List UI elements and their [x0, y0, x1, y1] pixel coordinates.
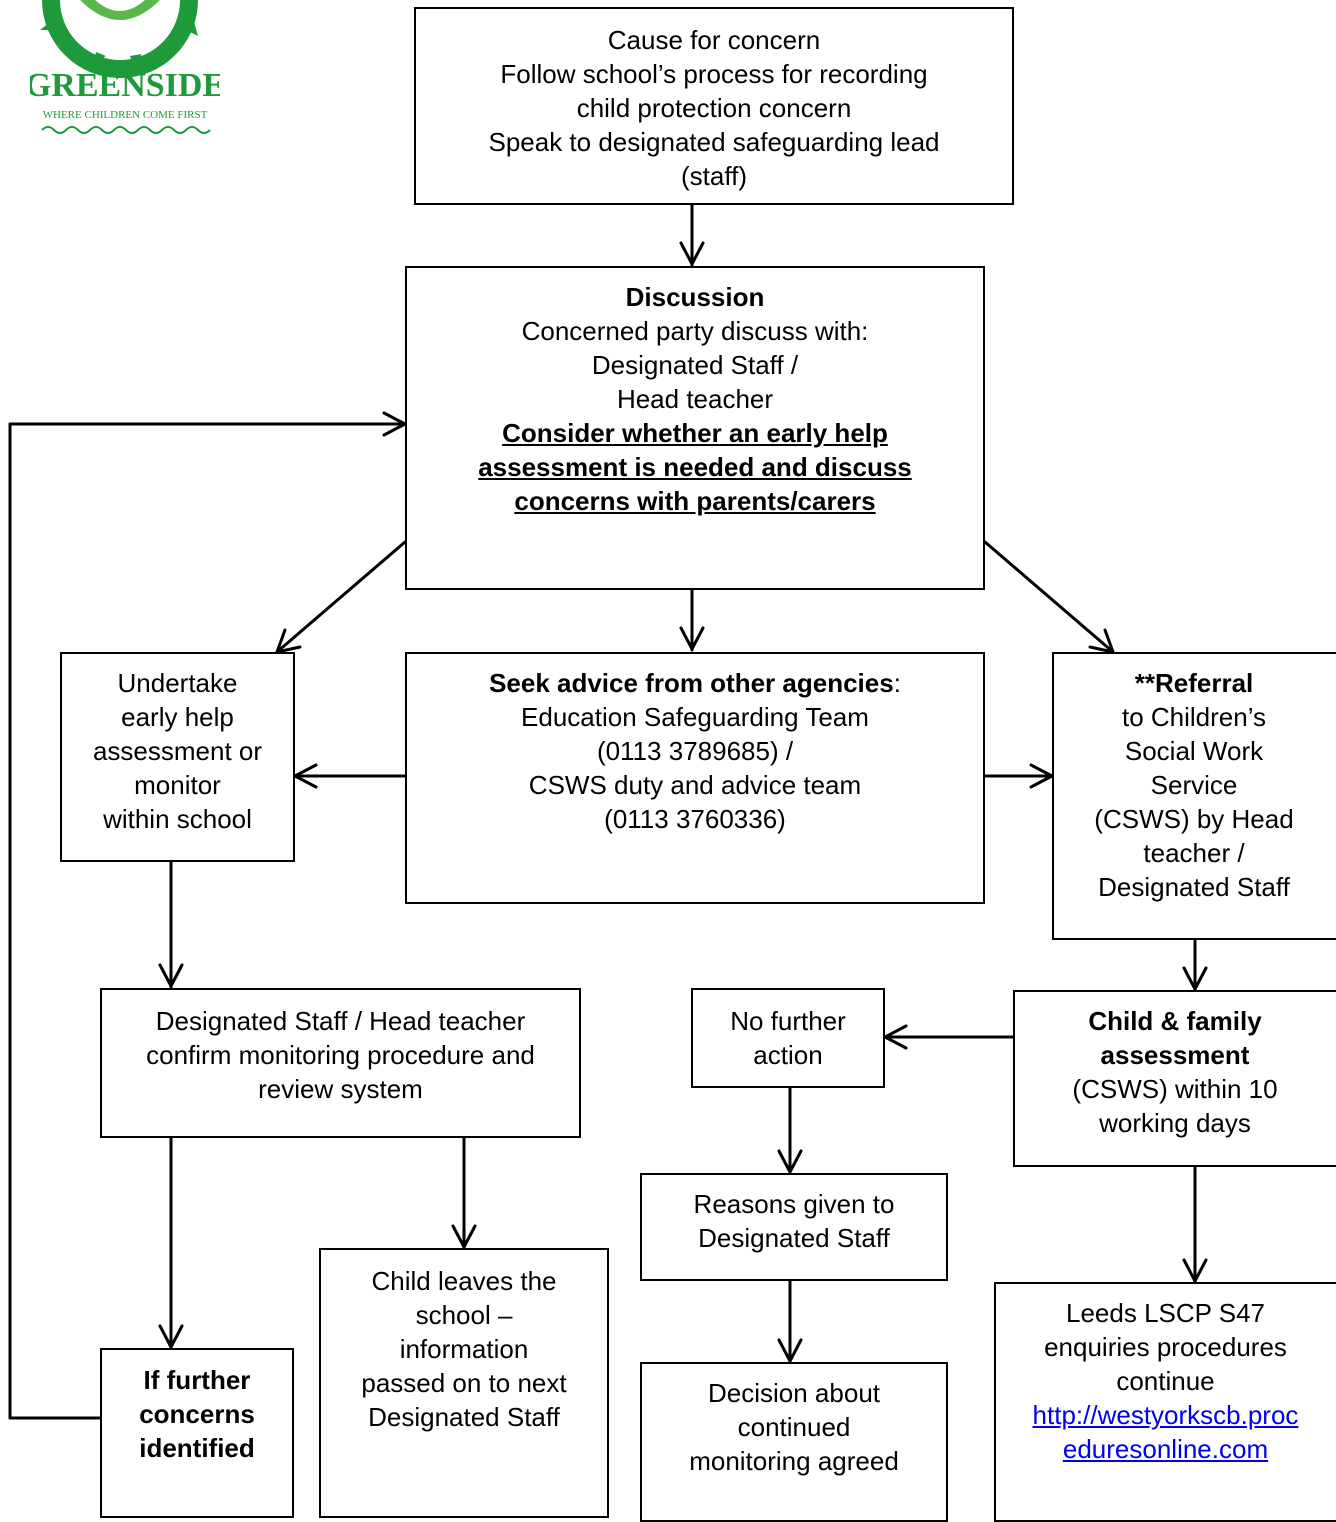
- advice-line: Education Safeguarding Team: [521, 702, 869, 732]
- early-help-line: assessment or: [92, 736, 263, 766]
- discussion-line: Head teacher: [616, 384, 774, 414]
- advice-phone: (0113 3760336): [604, 804, 786, 834]
- procedures-link[interactable]: eduresonline.com: [1062, 1434, 1269, 1464]
- decision-box: Decision about continued monitoring agre…: [640, 1362, 948, 1522]
- reasons-line: Designated Staff: [698, 1223, 890, 1253]
- further-line: identified: [139, 1433, 255, 1463]
- discussion-title: Discussion: [625, 282, 765, 312]
- assessment-title: Child & family: [1088, 1006, 1262, 1036]
- discussion-line: Concerned party discuss with:: [521, 316, 869, 346]
- lscp-procedures-box: Leeds LSCP S47 enquiries procedures cont…: [994, 1282, 1336, 1522]
- leaves-line: information: [399, 1334, 529, 1364]
- logo-emblem: [42, 0, 198, 78]
- logo-tagline: WHERE CHILDREN COME FIRST: [43, 109, 208, 121]
- assessment-title: assessment: [1100, 1040, 1250, 1070]
- no-action-line: action: [753, 1040, 823, 1070]
- referral-title: Referral: [1154, 668, 1254, 698]
- logo-wordmark: GREENSIDE: [30, 67, 220, 104]
- referral-asterisks: **: [1134, 668, 1155, 698]
- further-concerns-box: If further concerns identified: [100, 1348, 294, 1518]
- referral-box: **Referral to Children’s Social Work Ser…: [1052, 652, 1336, 940]
- early-help-line: Undertake: [117, 668, 238, 698]
- assessment-line: (CSWS) within 10: [1072, 1074, 1278, 1104]
- cause-line: Follow school’s process for recording: [500, 59, 928, 89]
- child-leaves-box: Child leaves the school – information pa…: [319, 1248, 609, 1518]
- early-help-line: monitor: [134, 770, 221, 800]
- leaves-line: passed on to next: [361, 1368, 567, 1398]
- reasons-line: Reasons given to: [693, 1189, 895, 1219]
- leaves-line: Child leaves the: [371, 1266, 557, 1296]
- decision-line: continued: [737, 1412, 851, 1442]
- referral-line: to Children’s: [1121, 702, 1267, 732]
- confirm-line: Designated Staff / Head teacher: [155, 1006, 526, 1036]
- early-help-consideration: assessment is needed and discuss: [478, 452, 912, 482]
- early-help-consideration: Consider whether an early help: [502, 418, 888, 448]
- referral-line: Designated Staff: [1098, 872, 1290, 902]
- seek-advice-colon: :: [893, 668, 901, 698]
- cause-line: child protection concern: [576, 93, 852, 123]
- child-family-assessment-box: Child & family assessment (CSWS) within …: [1013, 990, 1336, 1167]
- confirm-monitoring-box: Designated Staff / Head teacher confirm …: [100, 988, 581, 1138]
- referral-line: teacher /: [1143, 838, 1245, 868]
- advice-phone: (0113 3789685) /: [596, 736, 794, 766]
- cause-for-concern-box: Cause for concern Follow school’s proces…: [414, 7, 1014, 205]
- discussion-line: Designated Staff /: [591, 350, 799, 380]
- early-help-line: early help: [121, 702, 234, 732]
- no-further-action-box: No further action: [691, 988, 885, 1088]
- cause-line: (staff): [681, 161, 747, 191]
- advice-line: CSWS duty and advice team: [528, 770, 862, 800]
- no-action-line: No further: [730, 1006, 846, 1036]
- referral-line: Service: [1150, 770, 1238, 800]
- leaves-line: Designated Staff: [368, 1402, 560, 1432]
- logo-wave: [41, 126, 211, 134]
- referral-line: (CSWS) by Head: [1094, 804, 1294, 834]
- confirm-line: confirm monitoring procedure and: [146, 1040, 535, 1070]
- lscp-line: Leeds LSCP S47: [1066, 1298, 1265, 1328]
- seek-advice-box: Seek advice from other agencies: Educati…: [405, 652, 985, 904]
- assessment-line: working days: [1099, 1108, 1251, 1138]
- greenside-logo: GREENSIDE WHERE CHILDREN COME FIRST: [30, 0, 220, 134]
- decision-line: monitoring agreed: [689, 1446, 899, 1476]
- logo-sun-rays: [40, 22, 198, 66]
- leaves-line: school –: [415, 1300, 513, 1330]
- further-line: If further: [143, 1365, 251, 1395]
- discussion-box: Discussion Concerned party discuss with:…: [405, 266, 985, 590]
- lscp-line: continue: [1116, 1366, 1215, 1396]
- seek-advice-title: Seek advice from other agencies: [489, 668, 894, 698]
- early-help-consideration: concerns with parents/carers: [514, 486, 876, 516]
- referral-line: Social Work: [1124, 736, 1264, 766]
- lscp-line: enquiries procedures: [1044, 1332, 1287, 1362]
- procedures-link[interactable]: http://westyorkscb.proc: [1032, 1400, 1299, 1430]
- decision-line: Decision about: [708, 1378, 880, 1408]
- confirm-line: review system: [258, 1074, 423, 1104]
- early-help-line: within school: [103, 804, 252, 834]
- cause-line: Cause for concern: [607, 25, 821, 55]
- further-line: concerns: [139, 1399, 255, 1429]
- cause-line: Speak to designated safeguarding lead: [488, 127, 940, 157]
- reasons-given-box: Reasons given to Designated Staff: [640, 1173, 948, 1281]
- early-help-box: Undertake early help assessment or monit…: [60, 652, 295, 862]
